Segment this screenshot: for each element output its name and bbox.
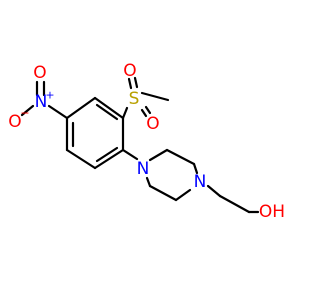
- atom-nitro-o-top: O: [33, 63, 46, 83]
- atom-nitro-n: N: [35, 92, 48, 112]
- bond-sulfur-o-bottom-2: [144, 105, 152, 115]
- bond-sulfur-o-top: [127, 77, 133, 90]
- bond-ring-piperazine-n1: [121, 148, 139, 161]
- bond-ring-nitro-n: [47, 104, 69, 120]
- bond-piperazine-c-right-n4: [192, 162, 199, 175]
- charge-nitro-o: −: [20, 107, 29, 120]
- bond-ring-c4-c5: [93, 148, 125, 170]
- atom-piperazine-n1: N: [137, 159, 150, 179]
- bond-piperazine-c-lower-c-left: [148, 184, 178, 202]
- atom-piperazine-n4: N: [194, 172, 207, 192]
- bond-ring-inner-top: [95, 103, 119, 121]
- bond-piperazine-c-left-n1: [145, 176, 152, 188]
- bond-ring-c3-c4: [65, 148, 97, 170]
- atom-sulfonyl-o-top: O: [123, 61, 136, 81]
- atom-sulfonyl-o-bottom: O: [146, 114, 159, 134]
- bonds: [20, 76, 260, 214]
- bond-nitro-n-o-left: [20, 104, 35, 117]
- atom-labels: O N + O − S O O N N OH: [8, 61, 285, 222]
- bond-sulfur-o-top-2: [133, 76, 139, 89]
- bond-piperazine-n1-c-upper: [148, 148, 169, 162]
- bond-n4-ch2: [206, 184, 222, 198]
- atom-hydroxyl: OH: [259, 202, 285, 222]
- charge-nitro-n: +: [45, 89, 54, 102]
- bond-sulfur-o-bottom: [140, 108, 148, 118]
- bond-ring-inner-bottom: [95, 146, 119, 163]
- bond-ch2-ch2: [218, 194, 251, 214]
- chemical-structure-diagram: O N + O − S O O N N OH: [8, 61, 285, 222]
- bond-piperazine-c-upper-c-right: [165, 148, 196, 166]
- atom-nitro-o-left: O: [8, 112, 21, 132]
- bond-sulfur-methyl: [140, 91, 170, 102]
- bond-ring-sulfur: [121, 106, 129, 120]
- bond-ring-c1-c2: [65, 96, 97, 120]
- atom-sulfur: S: [129, 89, 140, 109]
- bond-ring-c6-c1: [93, 96, 125, 120]
- bond-piperazine-n4-c-lower: [174, 188, 192, 202]
